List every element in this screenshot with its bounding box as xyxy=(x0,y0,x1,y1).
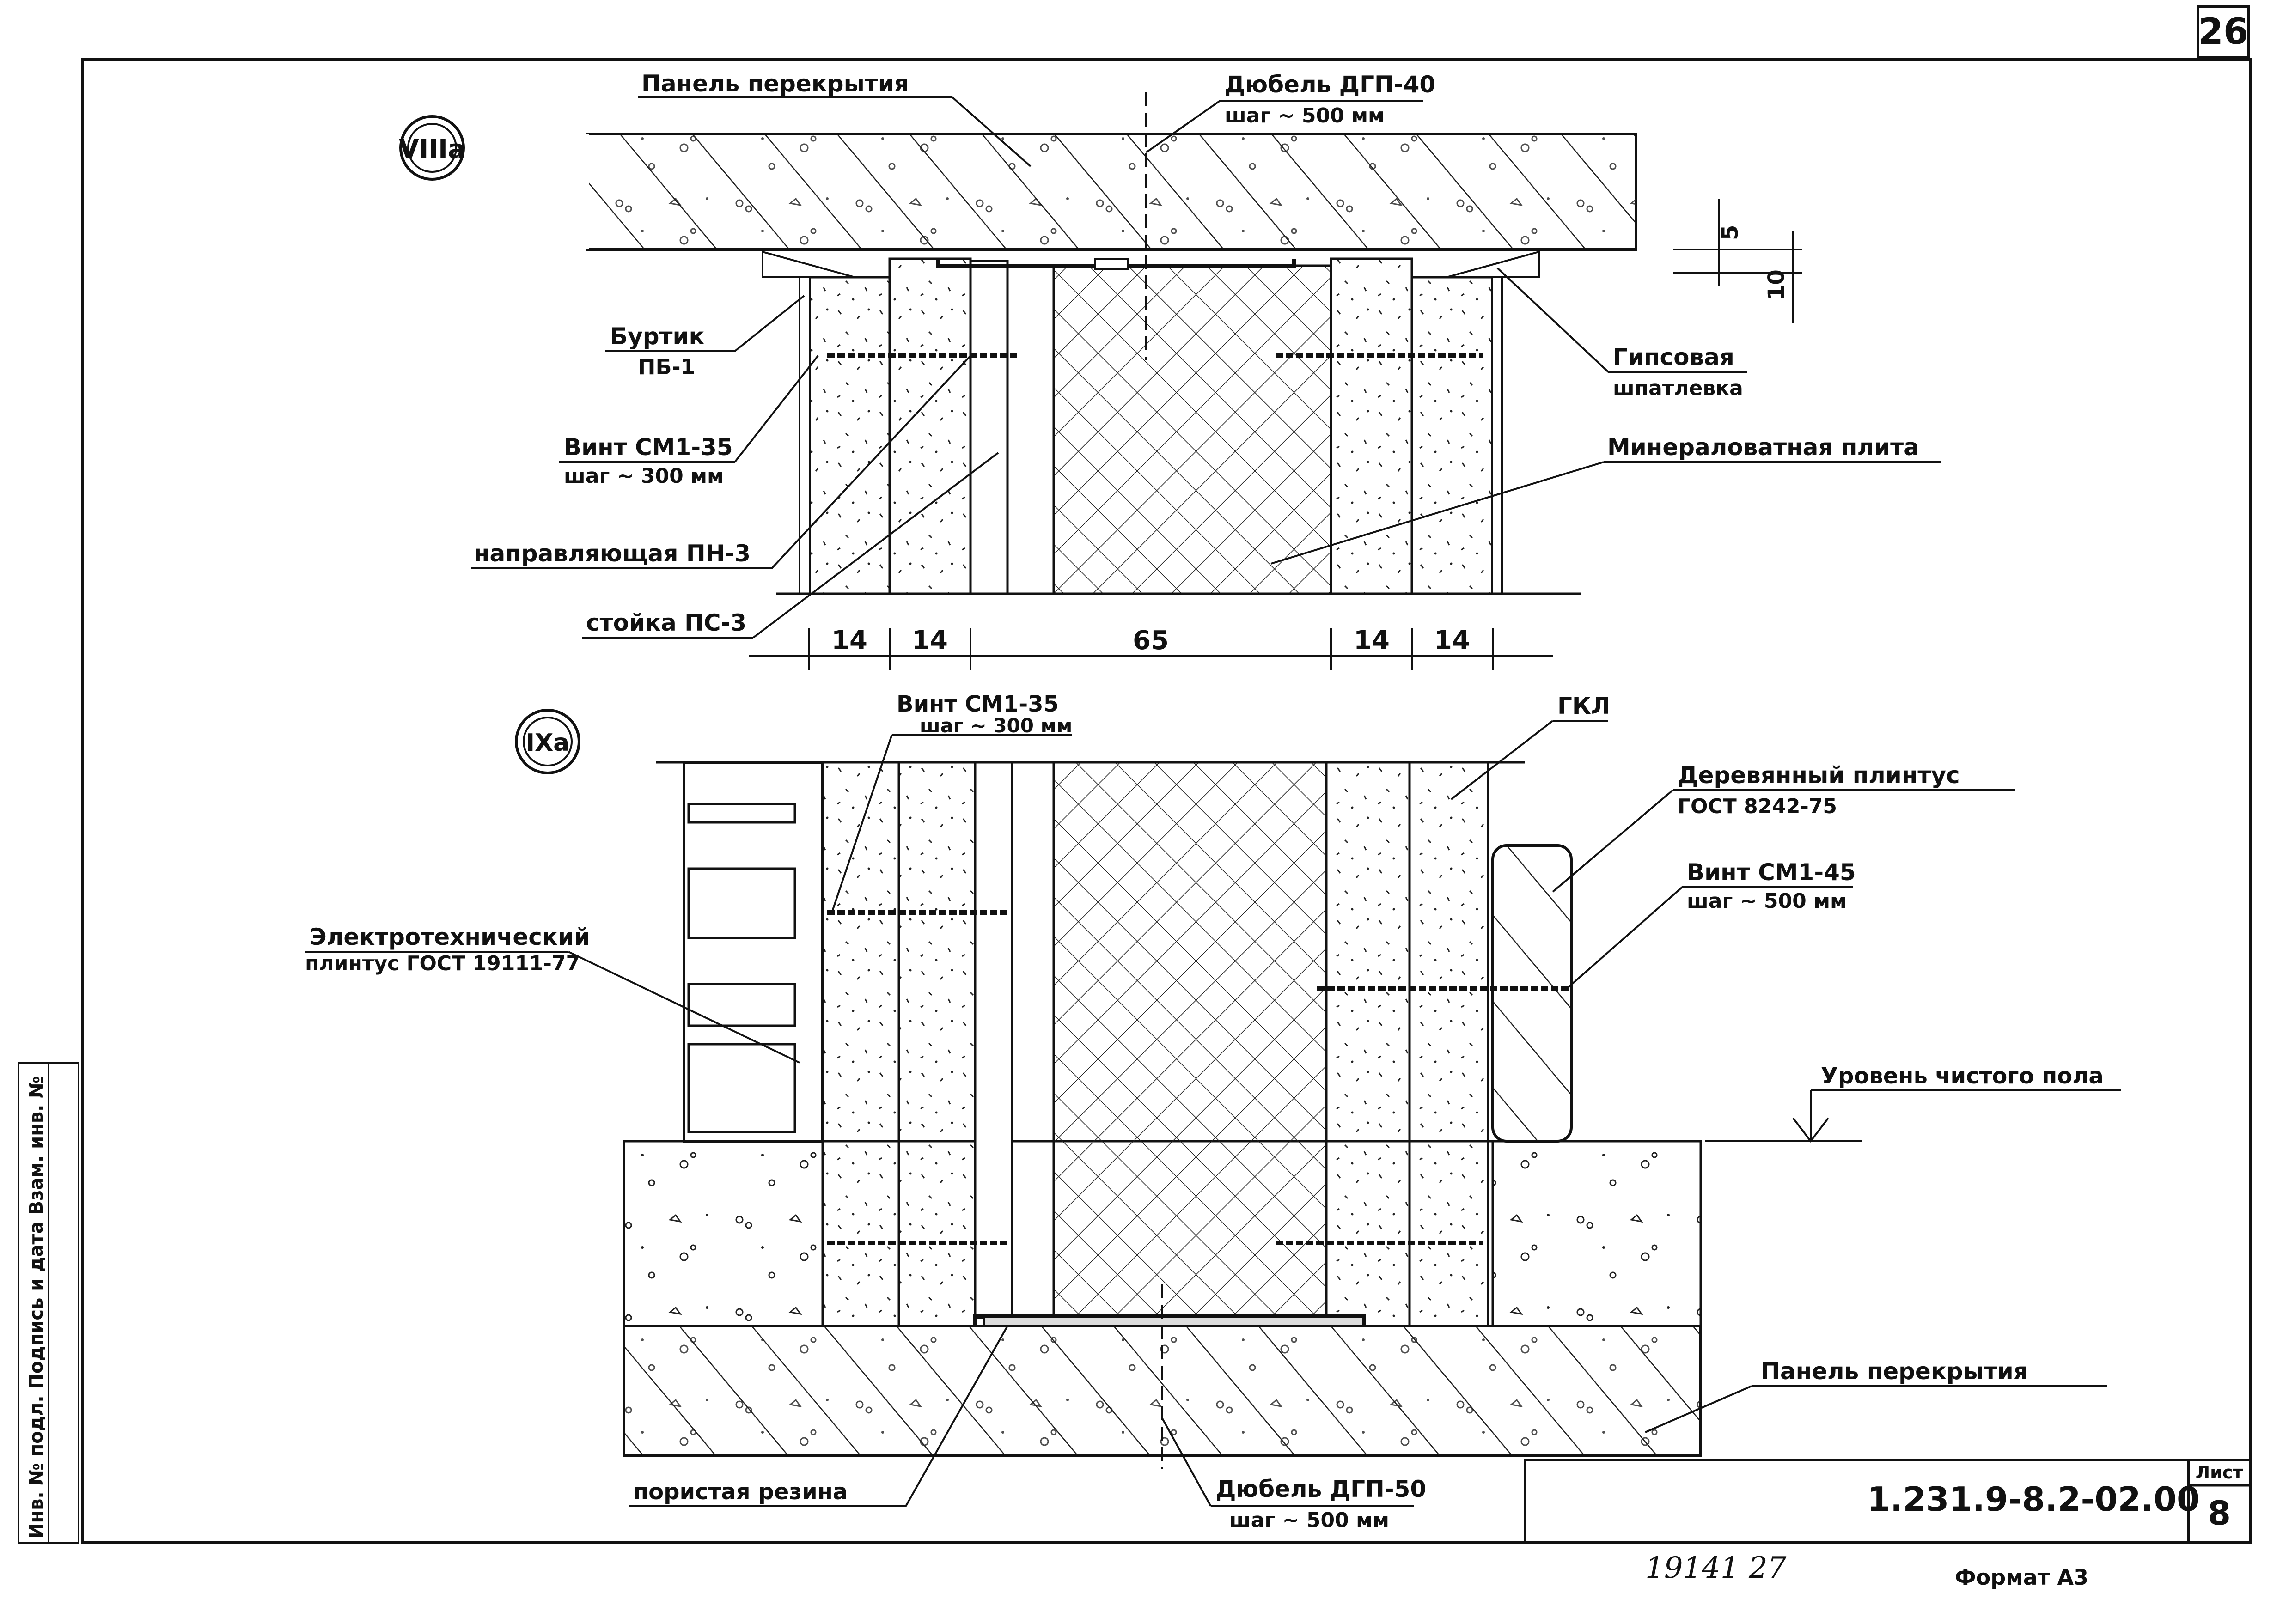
label-screw-b: Винт СМ1-35 xyxy=(897,691,1059,717)
label-dowel-top: Дюбель ДГП-40 xyxy=(1225,71,1435,98)
doc-code: 1.231.9-8.2-02.00 xyxy=(1867,1480,2200,1519)
electrical-plinth xyxy=(683,761,824,1143)
detail-marker-ixa xyxy=(515,709,580,774)
sheet-label: Лист xyxy=(2196,1462,2243,1483)
label-el-plinth: Электротехнический xyxy=(310,924,590,950)
label-dowel-step-top: шаг ~ 500 мм xyxy=(1225,104,1385,128)
dim-gap-b: 10 xyxy=(1764,269,1789,300)
detail-viiia: VIIIa 1 xyxy=(399,70,1941,670)
label-stud: стойка ПС-3 xyxy=(586,609,746,636)
label-screw-top: Винт СМ1-35 xyxy=(564,434,733,461)
leaders-top xyxy=(471,96,1941,639)
porous-rubber xyxy=(983,1316,1364,1327)
dim-1: 14 xyxy=(831,626,867,656)
detail-marker-viiia xyxy=(399,115,465,181)
label-screw-step-b: шаг ~ 300 мм xyxy=(920,714,1072,737)
label-panel-bottom: Панель перекрытия xyxy=(1761,1358,2028,1385)
title-block: 1.231.9-8.2-02.00 Лист 8 xyxy=(1524,1459,2252,1544)
label-bead: Буртик xyxy=(610,323,705,350)
gkl-outer-right xyxy=(1410,276,1494,595)
detail-id-ixa: IXa xyxy=(526,729,570,757)
label-wood-plinth-std: ГОСТ 8242-75 xyxy=(1678,795,1837,818)
gkl-inner-right xyxy=(1330,257,1413,595)
label-floor-level: Уровень чистого пола xyxy=(1821,1063,2104,1089)
sheet-number: 26 xyxy=(2198,11,2249,53)
dim-4: 14 xyxy=(1354,626,1390,656)
floor-level-mark xyxy=(1705,1089,2121,1143)
label-dowel-b: Дюбель ДГП-50 xyxy=(1215,1476,1426,1502)
dimension-chain: 14 14 65 14 14 xyxy=(749,626,1553,670)
screed-right xyxy=(1491,1140,1702,1327)
bead-left xyxy=(799,276,811,595)
dim-5: 14 xyxy=(1434,626,1470,656)
label-panel-top: Панель перекрытия xyxy=(641,70,909,97)
label-putty: Гипсовая xyxy=(1613,344,1734,371)
sheet-frame xyxy=(81,58,2252,1544)
gkl-inner-left xyxy=(888,257,972,595)
label-screw2: Винт СМ1-45 xyxy=(1687,859,1856,886)
leaders-bottom xyxy=(305,720,2107,1507)
dim-2: 14 xyxy=(912,626,948,656)
dim-3: 65 xyxy=(1133,626,1169,656)
label-gkl: ГКЛ xyxy=(1557,693,1610,719)
label-putty2: шпатлевка xyxy=(1613,377,1743,400)
detail-ixa: IXa xyxy=(305,691,2121,1532)
label-bead-code: ПБ-1 xyxy=(638,354,696,379)
mineral-wool xyxy=(1052,264,1332,595)
side-stamp-text: Инв. № подл. Подпись и дата Взам. инв. № xyxy=(26,1076,47,1539)
sheet-no: 8 xyxy=(2208,1494,2231,1533)
screed-left xyxy=(623,1140,824,1327)
sheet-number-box xyxy=(2197,5,2250,59)
mineral-wool-b xyxy=(1052,761,1328,1318)
gkl-outer-left xyxy=(807,276,891,595)
gkl-inner-left-b xyxy=(897,761,977,1327)
label-rubber: пористая резина xyxy=(633,1479,848,1505)
format-label: Формат А3 xyxy=(1955,1565,2088,1590)
side-stamp: Инв. № подл. Подпись и дата Взам. инв. № xyxy=(18,1062,79,1544)
label-guide: направляющая ПН-3 xyxy=(474,540,751,567)
label-el-plinth-std: плинтус ГОСТ 19111-77 xyxy=(305,952,580,975)
wooden-plinth xyxy=(1491,844,1573,1143)
stud-profile-left xyxy=(969,260,1009,595)
dim-gap-a: 5 xyxy=(1717,225,1743,240)
gap-dimension: 5 10 xyxy=(1673,199,1802,323)
detail-id-viiia: VIIIa xyxy=(399,134,465,164)
label-wood-plinth: Деревянный плинтус xyxy=(1678,762,1960,789)
stud-profile-left-b xyxy=(974,761,1013,1318)
label-wool: Минераловатная плита xyxy=(1607,434,1919,461)
label-screw2-step: шаг ~ 500 мм xyxy=(1687,889,1847,913)
gkl-outer-left-b xyxy=(821,761,900,1327)
bead-right xyxy=(1491,276,1503,595)
label-dowel-step-b: шаг ~ 500 мм xyxy=(1229,1508,1389,1532)
handwritten-number: 19141 27 xyxy=(1645,1551,1787,1585)
label-screw-step-top: шаг ~ 300 мм xyxy=(564,464,724,488)
